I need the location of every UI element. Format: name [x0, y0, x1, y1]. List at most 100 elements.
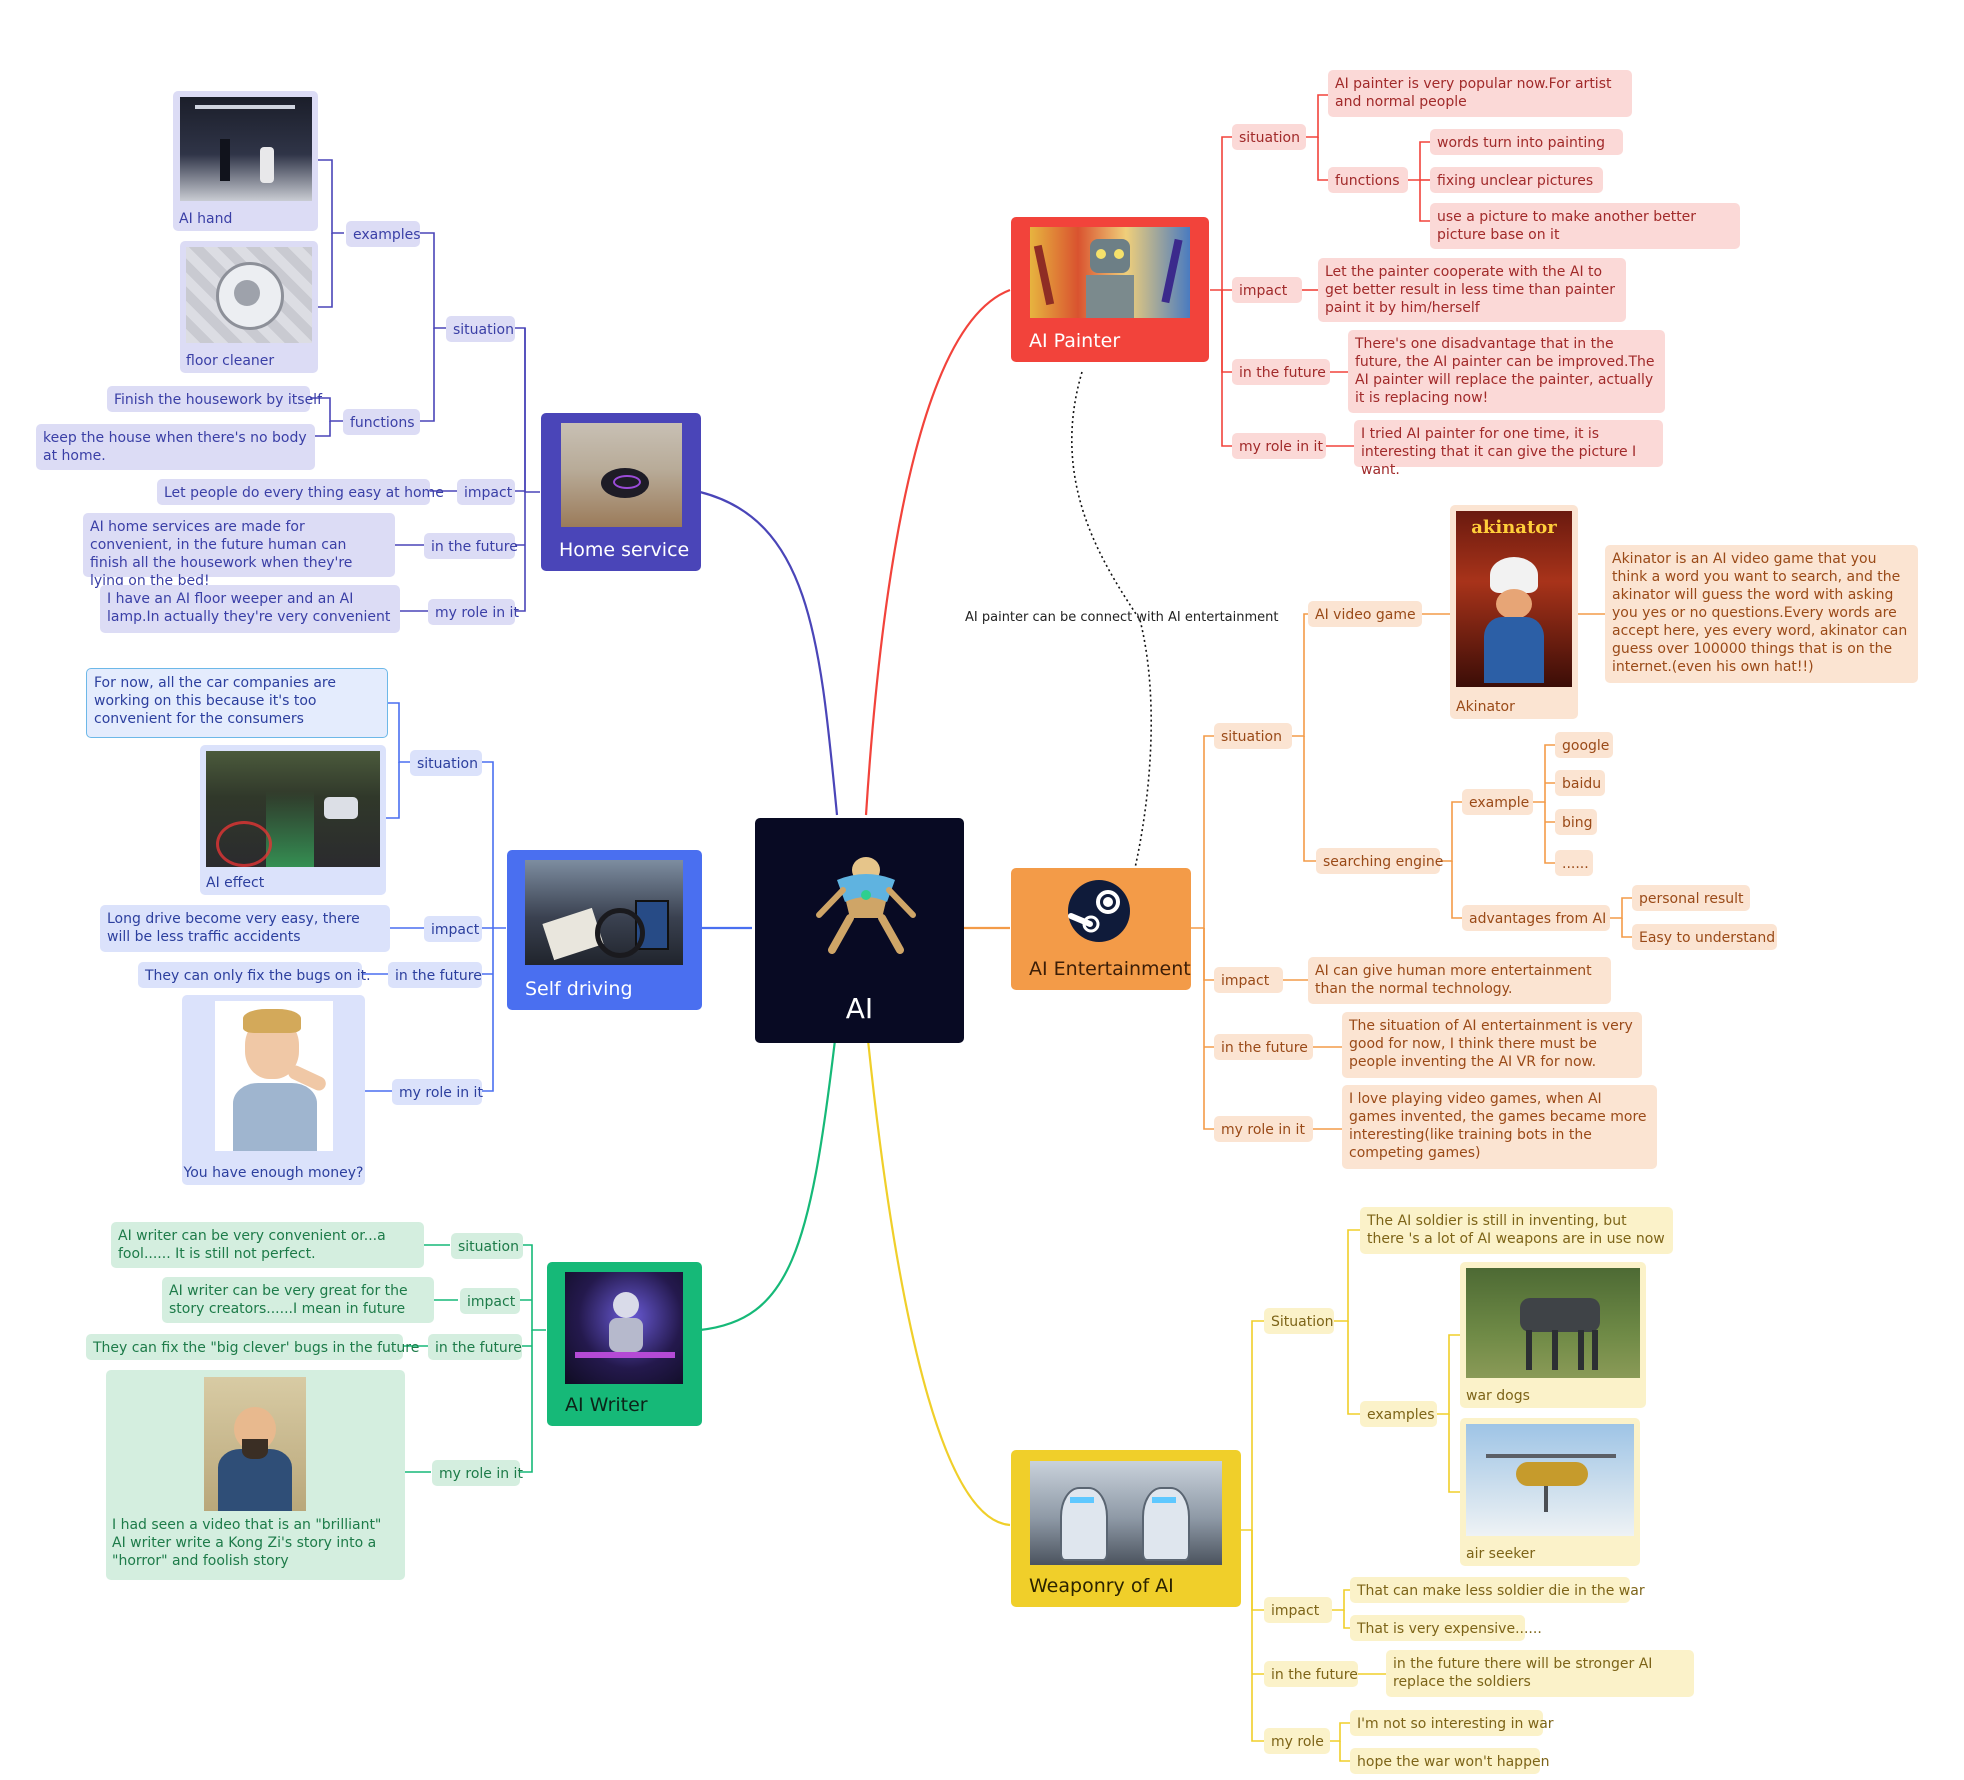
- sd-future-text[interactable]: They can only fix the bugs on it.: [138, 962, 371, 988]
- akinator-node[interactable]: akinator Akinator: [1450, 505, 1578, 719]
- war-dogs-image: [1466, 1268, 1640, 1378]
- painter-impact[interactable]: impact: [1232, 277, 1302, 303]
- painter-impact-text[interactable]: Let the painter cooperate with the AI to…: [1318, 258, 1626, 322]
- ent-search-engine[interactable]: searching engine: [1316, 848, 1443, 874]
- writer-future-text[interactable]: They can fix the "big clever' bugs in th…: [86, 1334, 419, 1360]
- ent-example-google[interactable]: google: [1555, 732, 1613, 758]
- war-dogs-caption: war dogs: [1466, 1388, 1530, 1404]
- weaponry-title: Weaponry of AI: [1029, 1575, 1174, 1597]
- weapon-role[interactable]: my role: [1264, 1728, 1330, 1754]
- ai-effect-image: [206, 751, 380, 867]
- home-future-text[interactable]: AI home services are made for convenient…: [83, 513, 395, 589]
- air-seeker-node[interactable]: air seeker: [1460, 1418, 1640, 1566]
- self-driving-topic[interactable]: Self driving: [507, 850, 702, 1010]
- ai-painter-topic[interactable]: AI Painter: [1011, 217, 1209, 362]
- ent-impact[interactable]: impact: [1214, 967, 1283, 993]
- weapon-role-1[interactable]: I'm not so interesting in war: [1350, 1710, 1554, 1736]
- weaponry-branch-line: [866, 1039, 1011, 1527]
- weapon-role-2[interactable]: hope the war won't happen: [1350, 1748, 1549, 1774]
- sd-impact[interactable]: impact: [424, 916, 482, 942]
- painter-functions[interactable]: functions: [1328, 167, 1408, 193]
- sd-situation[interactable]: situation: [410, 750, 482, 776]
- ai-entertainment-topic[interactable]: AI Entertainment: [1011, 868, 1191, 990]
- painter-role[interactable]: my role in it: [1232, 433, 1326, 459]
- ent-situation[interactable]: situation: [1214, 723, 1292, 749]
- robot-vacuum-image: [561, 423, 682, 527]
- painter-function-3[interactable]: use a picture to make another better pic…: [1430, 203, 1740, 249]
- writer-situation[interactable]: situation: [451, 1233, 523, 1259]
- weapon-examples[interactable]: examples: [1360, 1401, 1437, 1427]
- painter-future-text[interactable]: There's one disadvantage that in the fut…: [1348, 330, 1665, 413]
- floor-cleaner-node[interactable]: floor cleaner: [180, 241, 318, 373]
- akinator-image: akinator: [1456, 511, 1572, 687]
- writer-branch-line: [699, 1039, 837, 1332]
- weapon-situation-text[interactable]: The AI soldier is still in inventing, bu…: [1360, 1207, 1673, 1254]
- home-role-text[interactable]: I have an AI floor weeper and an AI lamp…: [100, 585, 400, 633]
- ai-effect-node[interactable]: AI effect: [200, 745, 386, 895]
- sd-future[interactable]: in the future: [388, 962, 482, 988]
- ai-writer-topic[interactable]: AI Writer: [547, 1262, 702, 1426]
- writer-role[interactable]: my role in it: [432, 1460, 523, 1486]
- relationship-label: AI painter can be connect with AI entert…: [965, 610, 1279, 625]
- writer-situation-text[interactable]: AI writer can be very convenient or...a …: [111, 1222, 424, 1268]
- ai-painter-image: [1030, 227, 1190, 318]
- sd-impact-text[interactable]: Long drive become very easy, there will …: [100, 905, 390, 952]
- writer-impact[interactable]: impact: [460, 1288, 520, 1314]
- weapon-impact[interactable]: impact: [1264, 1597, 1332, 1623]
- writer-future[interactable]: in the future: [428, 1334, 522, 1360]
- weapon-future-text[interactable]: in the future there will be stronger AI …: [1386, 1650, 1694, 1697]
- ent-advantage-2[interactable]: Easy to understand: [1632, 924, 1777, 950]
- ent-video-game[interactable]: AI video game: [1308, 601, 1422, 627]
- akinator-caption: Akinator: [1456, 699, 1515, 715]
- weapon-situation[interactable]: Situation: [1264, 1308, 1334, 1334]
- weapon-future[interactable]: in the future: [1264, 1661, 1358, 1687]
- war-dogs-node[interactable]: war dogs: [1460, 1262, 1646, 1408]
- ai-entertainment-title: AI Entertainment: [1029, 958, 1191, 980]
- home-role[interactable]: my role in it: [428, 599, 519, 625]
- ent-example-bing[interactable]: bing: [1555, 809, 1597, 835]
- painter-function-2[interactable]: fixing unclear pictures: [1430, 167, 1603, 193]
- home-service-topic[interactable]: Home service: [541, 413, 701, 571]
- ai-hand-caption: AI hand: [179, 211, 233, 227]
- sd-role[interactable]: my role in it: [392, 1079, 483, 1105]
- enough-money-node[interactable]: You have enough money?: [182, 995, 365, 1185]
- weaponry-connectors: [1240, 1229, 1460, 1762]
- ent-future-text[interactable]: The situation of AI entertainment is ver…: [1342, 1012, 1642, 1078]
- ent-role-text[interactable]: I love playing video games, when AI game…: [1342, 1085, 1657, 1169]
- center-title: AI: [845, 992, 874, 1025]
- weapon-impact-2[interactable]: That is very expensive......: [1350, 1615, 1542, 1641]
- painter-function-1[interactable]: words turn into painting: [1430, 129, 1623, 155]
- weapon-impact-1[interactable]: That can make less soldier die in the wa…: [1350, 1577, 1645, 1603]
- ent-future[interactable]: in the future: [1214, 1034, 1313, 1060]
- ent-example-baidu[interactable]: baidu: [1555, 770, 1605, 796]
- home-impact[interactable]: impact: [457, 479, 515, 505]
- center-topic[interactable]: AI: [755, 818, 964, 1043]
- ent-example-more[interactable]: ......: [1555, 850, 1593, 876]
- writer-connectors: [403, 1244, 546, 1473]
- ent-advantage-1[interactable]: personal result: [1632, 885, 1750, 911]
- ent-advantages[interactable]: advantages from AI: [1462, 905, 1610, 931]
- akinator-logo-text: akinator: [1471, 517, 1557, 538]
- painter-situation-text[interactable]: AI painter is very popular now.For artis…: [1328, 70, 1632, 117]
- ent-example[interactable]: example: [1462, 789, 1533, 815]
- painter-situation[interactable]: situation: [1232, 124, 1306, 150]
- home-function-2[interactable]: keep the house when there's no body at h…: [36, 424, 315, 470]
- home-functions[interactable]: functions: [343, 409, 420, 435]
- home-function-1[interactable]: Finish the housework by itself: [107, 386, 322, 412]
- sd-situation-text[interactable]: For now, all the car companies are worki…: [86, 668, 388, 738]
- painter-future[interactable]: in the future: [1232, 359, 1330, 385]
- painter-role-text[interactable]: I tried AI painter for one time, it is i…: [1354, 420, 1663, 478]
- weaponry-topic[interactable]: Weaponry of AI: [1011, 1450, 1241, 1607]
- home-impact-text[interactable]: Let people do every thing easy at home: [157, 479, 444, 505]
- home-situation[interactable]: situation: [446, 316, 515, 342]
- writer-impact-text[interactable]: AI writer can be very great for the stor…: [162, 1277, 434, 1323]
- ent-role[interactable]: my role in it: [1214, 1116, 1313, 1142]
- home-examples[interactable]: examples: [346, 221, 421, 247]
- ai-hand-node[interactable]: AI hand: [173, 91, 318, 231]
- home-future[interactable]: in the future: [424, 533, 518, 559]
- akinator-description[interactable]: Akinator is an AI video game that you th…: [1605, 545, 1918, 683]
- air-seeker-image: [1466, 1424, 1634, 1536]
- ent-impact-text[interactable]: AI can give human more entertainment tha…: [1308, 957, 1611, 1004]
- writer-role-node[interactable]: I had seen a video that is an "brilliant…: [106, 1370, 405, 1580]
- enough-money-caption: You have enough money?: [183, 1165, 364, 1181]
